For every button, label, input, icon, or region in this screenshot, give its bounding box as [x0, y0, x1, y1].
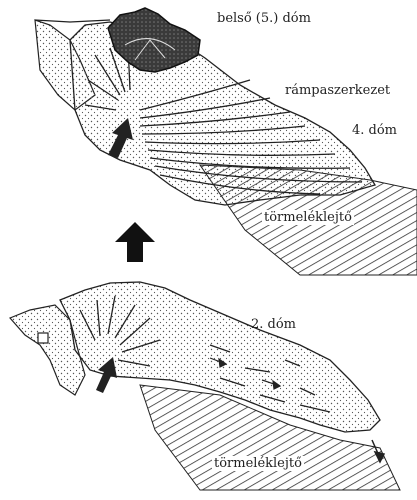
label-talus-lower: törmeléklejtő	[212, 456, 304, 471]
label-talus-upper: törmeléklejtő	[262, 210, 354, 225]
label-inner-dome: belső (5.) dóm	[217, 12, 311, 25]
label-dome-4: 4. dóm	[352, 124, 397, 137]
label-dome-2: 2. dóm	[251, 318, 296, 331]
upper-dome-stage	[35, 8, 417, 275]
label-ramp-structure: rámpaszerkezet	[285, 84, 390, 97]
arrow-up-icon	[115, 222, 155, 262]
lower-dome-stage	[10, 282, 400, 490]
